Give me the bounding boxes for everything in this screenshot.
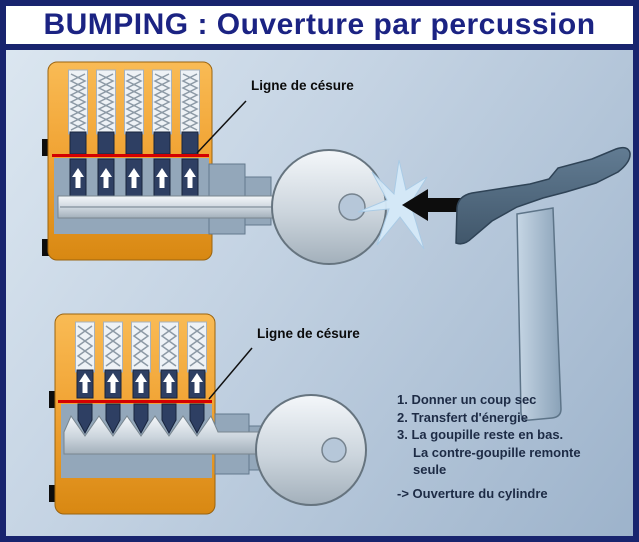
step-3-line-2: La contre-goupille remonte [413,444,581,460]
diagram-art [42,61,631,515]
driver-pin [153,131,171,155]
steps-list: 1. Donner un coup sec 2. Transfert d'éne… [397,391,581,502]
hammer-handle [516,207,562,421]
hammer-head [455,146,631,245]
step-conclusion: -> Ouverture du cylindre [397,485,548,501]
lock-cylinder-top [42,61,272,261]
driver-pin [181,131,199,155]
driver-pin [97,131,115,155]
lock-cylinder-bottom [49,313,293,515]
impact-flash-icon [357,159,442,250]
key-pin [77,403,93,435]
driver-pin [125,131,143,155]
bump-key-bow [255,394,367,506]
label-line-top [196,100,247,154]
key-pin [105,403,121,435]
title-bar: BUMPING : Ouverture par percussion [6,6,633,44]
shear-line-label-top: Ligne de césure [251,78,354,93]
label-line-bottom [208,347,253,400]
key-pin [189,403,205,435]
bump-key-blade [63,414,293,455]
key-bow [255,394,367,506]
key-pin [133,403,149,435]
step-2: 2. Transfert d'énergie [397,409,528,425]
strike-arrow-icon [402,189,462,221]
key-bow-hole [321,437,347,463]
step-1: 1. Donner un coup sec [397,392,537,407]
driver-pin [69,131,87,155]
key-pin [161,403,177,435]
hammer [455,146,631,421]
step-3-line-3: seule [413,462,447,477]
step-3-line-1: 3. La goupille reste en bas. [397,427,564,442]
page-title: BUMPING : Ouverture par percussion [43,8,596,41]
diagram-canvas [6,50,633,536]
key-bow-hole [338,193,366,221]
shear-line-label-bottom: Ligne de césure [257,326,360,341]
key-top [57,149,387,265]
